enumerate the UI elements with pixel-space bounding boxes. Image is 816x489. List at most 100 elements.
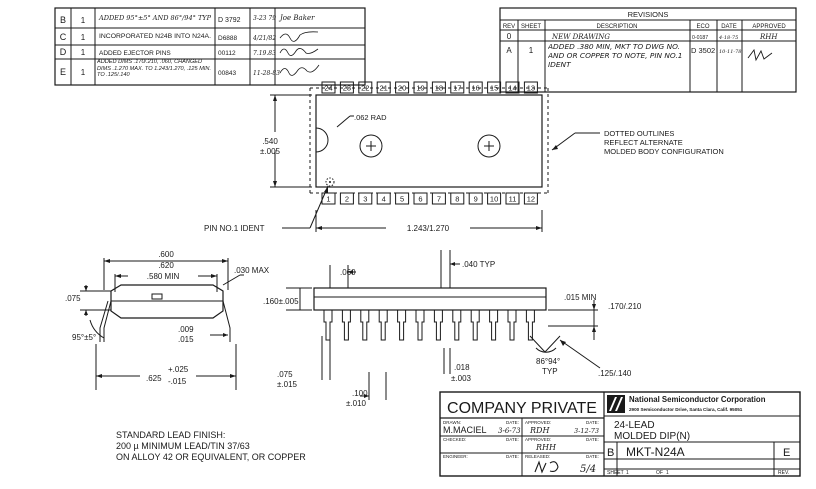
side-040: .040 TYP bbox=[462, 260, 495, 269]
r-desc-0: NEW DRAWING bbox=[551, 33, 610, 41]
signature-e bbox=[279, 64, 320, 76]
checked-date-label: DATE: bbox=[506, 437, 519, 442]
top-pin-19: 19 bbox=[413, 81, 428, 94]
r-sheet-a: 1 bbox=[529, 46, 534, 55]
side-lead bbox=[525, 310, 535, 341]
company-name: National Semiconductor Corporation bbox=[629, 395, 766, 404]
approved2-date-label: DATE: bbox=[586, 437, 599, 442]
side-018: .018 bbox=[454, 363, 470, 372]
hdr-eco: ECO bbox=[696, 24, 709, 30]
top-pin-14: 14 bbox=[505, 81, 520, 94]
r-desc-a: ADDED .380 MIN, MKT TO DWG NO. AND OR CO… bbox=[548, 43, 683, 69]
r-rev-0: 0 bbox=[507, 32, 512, 41]
bottom-pin-9: 9 bbox=[468, 192, 483, 205]
sheet-number: 1 bbox=[626, 470, 629, 476]
revisions-title: REVISIONS bbox=[628, 10, 669, 19]
r-appr-0: RHH bbox=[759, 33, 778, 41]
size-letter: B bbox=[607, 447, 614, 459]
date-e: 11-28-83 bbox=[253, 70, 280, 77]
bottom-pin-7: 7 bbox=[431, 192, 446, 205]
end-600: .600 bbox=[158, 250, 174, 259]
bottom-pin-label: 8 bbox=[455, 195, 459, 204]
side-075-tol: ±.015 bbox=[277, 380, 298, 389]
approved-label: APPROVED: bbox=[525, 420, 551, 425]
signature-c bbox=[279, 31, 319, 42]
approved2-label: APPROVED: bbox=[525, 437, 551, 442]
approved2-by: RHH bbox=[535, 443, 557, 452]
signature-d bbox=[279, 48, 319, 56]
note-line-1: STANDARD LEAD FINISH: bbox=[116, 430, 225, 440]
released-date: 5/4 bbox=[580, 464, 596, 475]
end-015: .015 bbox=[178, 335, 194, 344]
note-line-2: 200 µ MINIMUM LEAD/TIN 37/63 bbox=[116, 441, 250, 451]
sheet-b: 1 bbox=[81, 16, 86, 25]
of-label: OF bbox=[656, 470, 663, 476]
note-dotted-3: MOLDED BODY CONFIGURATION bbox=[604, 147, 724, 156]
note-line-3: ON ALLOY 42 OR EQUIVALENT, OR COPPER bbox=[116, 452, 306, 462]
r-date-a: 10-11-78 bbox=[719, 49, 741, 55]
end-tol-minus: -.015 bbox=[168, 377, 187, 386]
top-pin-label: 24 bbox=[324, 84, 332, 93]
top-pin-label: 17 bbox=[453, 84, 461, 93]
bottom-pin-label: 11 bbox=[509, 195, 517, 204]
end-tol-plus: +.025 bbox=[168, 365, 189, 374]
title-line-2: MOLDED DIP(N) bbox=[614, 431, 690, 442]
bottom-pin-2: 2 bbox=[339, 192, 354, 205]
bottom-pin-label: 1 bbox=[326, 195, 330, 204]
title-block: COMPANY PRIVATE DRAWN: DATE: M.MACIEL 3-… bbox=[439, 391, 801, 477]
rev-letter: E bbox=[783, 447, 790, 459]
desc-d: ADDED EJECTOR PINS bbox=[99, 50, 171, 57]
drawn-label: DRAWN: bbox=[443, 420, 461, 425]
side-lead bbox=[378, 310, 388, 341]
sheet-label: SHEET bbox=[607, 470, 624, 476]
released-date-label: DATE: bbox=[586, 454, 599, 459]
side-018-tol: ±.003 bbox=[451, 374, 472, 383]
top-pin-18: 18 bbox=[431, 81, 446, 94]
end-580: .580 MIN bbox=[147, 272, 180, 281]
dim-540: .540 bbox=[262, 137, 278, 146]
sheet-e: 1 bbox=[81, 68, 86, 77]
bottom-pin-label: 9 bbox=[474, 195, 478, 204]
top-pin-label: 18 bbox=[435, 84, 443, 93]
side-075: .075 bbox=[277, 370, 293, 379]
top-pin-16: 16 bbox=[468, 81, 483, 94]
hdr-approved: APPROVED bbox=[752, 24, 786, 30]
dim-length: 1.243/1.270 bbox=[407, 224, 450, 233]
bottom-pin-label: 10 bbox=[490, 195, 498, 204]
side-view: .060 .040 TYP .160±.005 .015 MIN .170/.2… bbox=[263, 250, 642, 408]
approved-by: RDH bbox=[529, 426, 550, 435]
eco-e: 00843 bbox=[218, 70, 236, 77]
eco-c: D6888 bbox=[218, 35, 238, 42]
rev-table-left: B 1 ADDED 95°±5° AND 86°/94° TYP D 3792 … bbox=[54, 7, 366, 86]
r-date-0: 4-18-75 bbox=[718, 35, 738, 41]
lead-finish-notes: STANDARD LEAD FINISH: 200 µ MINIMUM LEAD… bbox=[116, 430, 306, 462]
bottom-pin-label: 2 bbox=[345, 195, 349, 204]
bottom-pin-label: 5 bbox=[400, 195, 404, 204]
top-pin-17: 17 bbox=[450, 81, 465, 94]
rev-b: B bbox=[60, 15, 66, 25]
side-lead bbox=[360, 310, 370, 341]
eco-d: 00112 bbox=[218, 50, 236, 57]
date-b: 3-23 79 bbox=[253, 15, 276, 22]
side-060: .060 bbox=[340, 268, 356, 277]
of-number: 1 bbox=[666, 470, 669, 476]
checked-label: CHECKED: bbox=[443, 437, 466, 442]
end-620: .620 bbox=[158, 261, 174, 270]
top-pin-21: 21 bbox=[376, 81, 391, 94]
top-pin-label: 23 bbox=[343, 84, 351, 93]
side-lead bbox=[452, 310, 462, 341]
approved-date-label: DATE: bbox=[586, 420, 599, 425]
rev-e: E bbox=[60, 67, 66, 77]
top-pin-label: 20 bbox=[398, 84, 406, 93]
top-pin-22: 22 bbox=[358, 81, 373, 94]
eco-b: D 3792 bbox=[218, 17, 241, 24]
bottom-pin-8: 8 bbox=[450, 192, 465, 205]
side-100: .100 bbox=[352, 389, 368, 398]
side-100-tol: ±.010 bbox=[346, 399, 367, 408]
ns-logo-icon bbox=[607, 395, 625, 413]
top-pin-15: 15 bbox=[487, 81, 502, 94]
side-170: .170/.210 bbox=[608, 302, 642, 311]
end-view: .600 .620 .580 MIN .030 MAX .075 95°±5° … bbox=[65, 250, 270, 390]
